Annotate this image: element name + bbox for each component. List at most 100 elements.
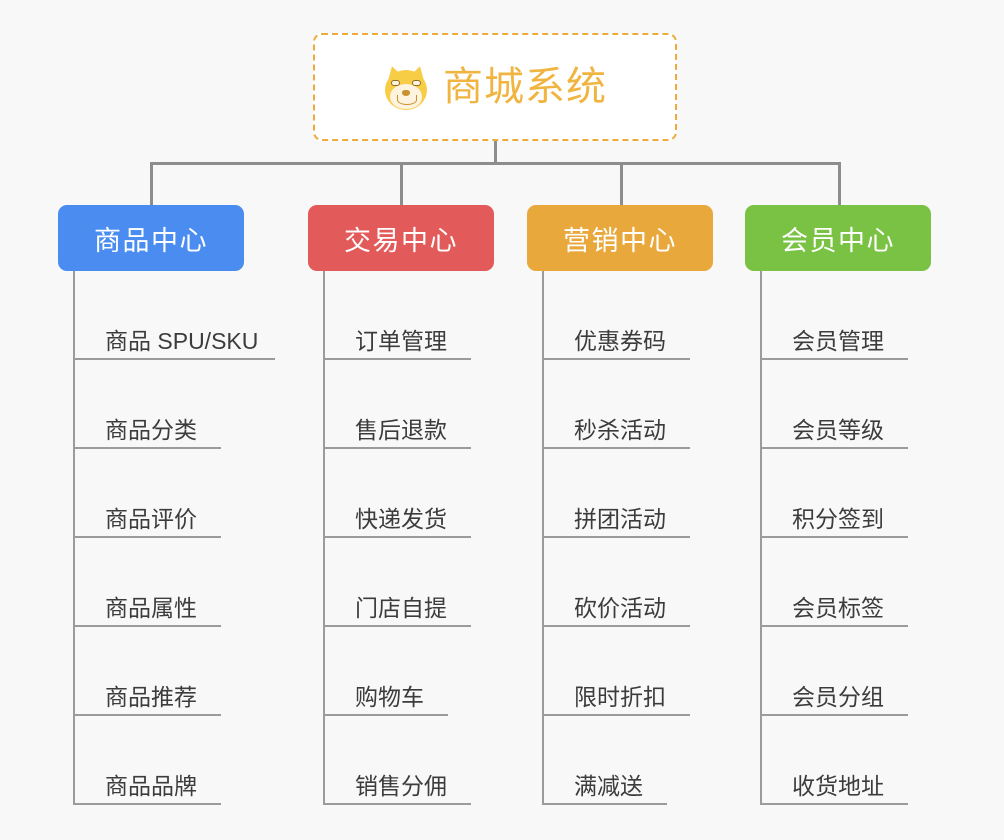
leaf-item[interactable]: 商品评价 — [58, 449, 244, 538]
connector-drop-2 — [400, 162, 403, 205]
shiba-dog-face-icon — [383, 63, 429, 111]
connector-root-stem — [494, 141, 497, 165]
branch-column-4: 会员中心会员管理会员等级积分签到会员标签会员分组收货地址 — [745, 205, 931, 805]
leaf-underline — [542, 358, 690, 360]
leaf-list: 订单管理售后退款快递发货门店自提购物车销售分佣 — [308, 271, 494, 805]
connector-drop-3 — [620, 162, 623, 205]
leaf-underline — [760, 714, 908, 716]
leaf-label: 会员管理 — [792, 327, 884, 354]
branch-header-label: 会员中心 — [781, 225, 895, 256]
leaf-label: 商品 SPU/SKU — [105, 327, 259, 354]
leaf-label: 订单管理 — [355, 327, 447, 354]
leaf-underline — [542, 625, 690, 627]
branch-header-4[interactable]: 会员中心 — [745, 205, 931, 271]
leaf-list: 优惠券码秒杀活动拼团活动砍价活动限时折扣满减送 — [527, 271, 713, 805]
leaf-label: 商品推荐 — [105, 683, 197, 710]
leaf-item[interactable]: 会员标签 — [745, 538, 931, 627]
leaf-underline — [73, 625, 221, 627]
leaf-item[interactable]: 购物车 — [308, 627, 494, 716]
leaf-label: 会员等级 — [792, 416, 884, 443]
leaf-label: 秒杀活动 — [574, 416, 666, 443]
leaf-underline — [73, 447, 221, 449]
branch-trunk-1 — [73, 271, 75, 805]
leaf-item[interactable]: 满减送 — [527, 716, 713, 805]
leaf-item[interactable]: 商品分类 — [58, 360, 244, 449]
leaf-underline — [73, 714, 221, 716]
leaf-item[interactable]: 商品品牌 — [58, 716, 244, 805]
root-node[interactable]: 商城系统 — [313, 33, 677, 141]
branch-header-3[interactable]: 营销中心 — [527, 205, 713, 271]
leaf-underline — [760, 625, 908, 627]
branch-trunk-3 — [542, 271, 544, 805]
leaf-item[interactable]: 拼团活动 — [527, 449, 713, 538]
leaf-label: 积分签到 — [792, 505, 884, 532]
leaf-label: 快递发货 — [355, 505, 447, 532]
leaf-underline — [323, 536, 471, 538]
branch-column-3: 营销中心优惠券码秒杀活动拼团活动砍价活动限时折扣满减送 — [527, 205, 713, 805]
leaf-label: 购物车 — [355, 683, 424, 710]
branch-column-1: 商品中心商品 SPU/SKU 商品分类商品评价商品属性商品推荐商品品牌 — [58, 205, 275, 805]
leaf-label: 商品品牌 — [105, 772, 197, 799]
leaf-list: 会员管理会员等级积分签到会员标签会员分组收货地址 — [745, 271, 931, 805]
leaf-underline — [542, 803, 667, 805]
leaf-underline — [542, 714, 690, 716]
leaf-list: 商品 SPU/SKU 商品分类商品评价商品属性商品推荐商品品牌 — [58, 271, 275, 805]
leaf-underline — [73, 803, 221, 805]
leaf-item[interactable]: 砍价活动 — [527, 538, 713, 627]
connector-drop-4 — [838, 162, 841, 205]
leaf-item[interactable]: 门店自提 — [308, 538, 494, 627]
leaf-item[interactable]: 会员等级 — [745, 360, 931, 449]
leaf-label: 收货地址 — [792, 772, 884, 799]
leaf-label: 售后退款 — [355, 416, 447, 443]
leaf-item[interactable]: 销售分佣 — [308, 716, 494, 805]
branch-header-label: 营销中心 — [563, 225, 677, 256]
leaf-label: 砍价活动 — [574, 594, 666, 621]
leaf-item[interactable]: 售后退款 — [308, 360, 494, 449]
leaf-label: 满减送 — [574, 772, 643, 799]
leaf-label: 拼团活动 — [574, 505, 666, 532]
leaf-item[interactable]: 会员管理 — [745, 271, 931, 360]
root-title: 商城系统 — [443, 65, 607, 109]
leaf-item[interactable]: 优惠券码 — [527, 271, 713, 360]
leaf-underline — [760, 358, 908, 360]
leaf-label: 门店自提 — [355, 594, 447, 621]
connector-drop-1 — [150, 162, 153, 205]
leaf-label: 商品分类 — [105, 416, 197, 443]
leaf-item[interactable]: 限时折扣 — [527, 627, 713, 716]
leaf-item[interactable]: 商品推荐 — [58, 627, 244, 716]
leaf-label: 优惠券码 — [574, 327, 666, 354]
leaf-item[interactable]: 快递发货 — [308, 449, 494, 538]
branch-header-label: 交易中心 — [344, 225, 458, 256]
branch-header-1[interactable]: 商品中心 — [58, 205, 244, 271]
leaf-item[interactable]: 秒杀活动 — [527, 360, 713, 449]
branch-header-2[interactable]: 交易中心 — [308, 205, 494, 271]
connector-horizontal-bar — [150, 162, 841, 165]
leaf-underline — [323, 358, 471, 360]
leaf-underline — [760, 536, 908, 538]
branch-column-2: 交易中心订单管理售后退款快递发货门店自提购物车销售分佣 — [308, 205, 494, 805]
leaf-underline — [760, 803, 908, 805]
leaf-label: 会员分组 — [792, 683, 884, 710]
branch-trunk-2 — [323, 271, 325, 805]
leaf-underline — [323, 803, 471, 805]
leaf-item[interactable]: 收货地址 — [745, 716, 931, 805]
leaf-underline — [73, 358, 275, 360]
leaf-item[interactable]: 积分签到 — [745, 449, 931, 538]
leaf-underline — [323, 714, 448, 716]
leaf-underline — [760, 447, 908, 449]
leaf-label: 会员标签 — [792, 594, 884, 621]
branch-header-label: 商品中心 — [94, 225, 208, 256]
leaf-label: 销售分佣 — [355, 772, 447, 799]
leaf-label: 限时折扣 — [574, 683, 666, 710]
leaf-underline — [73, 536, 221, 538]
leaf-item[interactable]: 会员分组 — [745, 627, 931, 716]
leaf-underline — [542, 536, 690, 538]
leaf-label: 商品属性 — [105, 594, 197, 621]
leaf-underline — [323, 447, 471, 449]
leaf-item[interactable]: 商品 SPU/SKU — [58, 271, 275, 360]
leaf-item[interactable]: 订单管理 — [308, 271, 494, 360]
leaf-underline — [323, 625, 471, 627]
leaf-underline — [542, 447, 690, 449]
leaf-item[interactable]: 商品属性 — [58, 538, 244, 627]
